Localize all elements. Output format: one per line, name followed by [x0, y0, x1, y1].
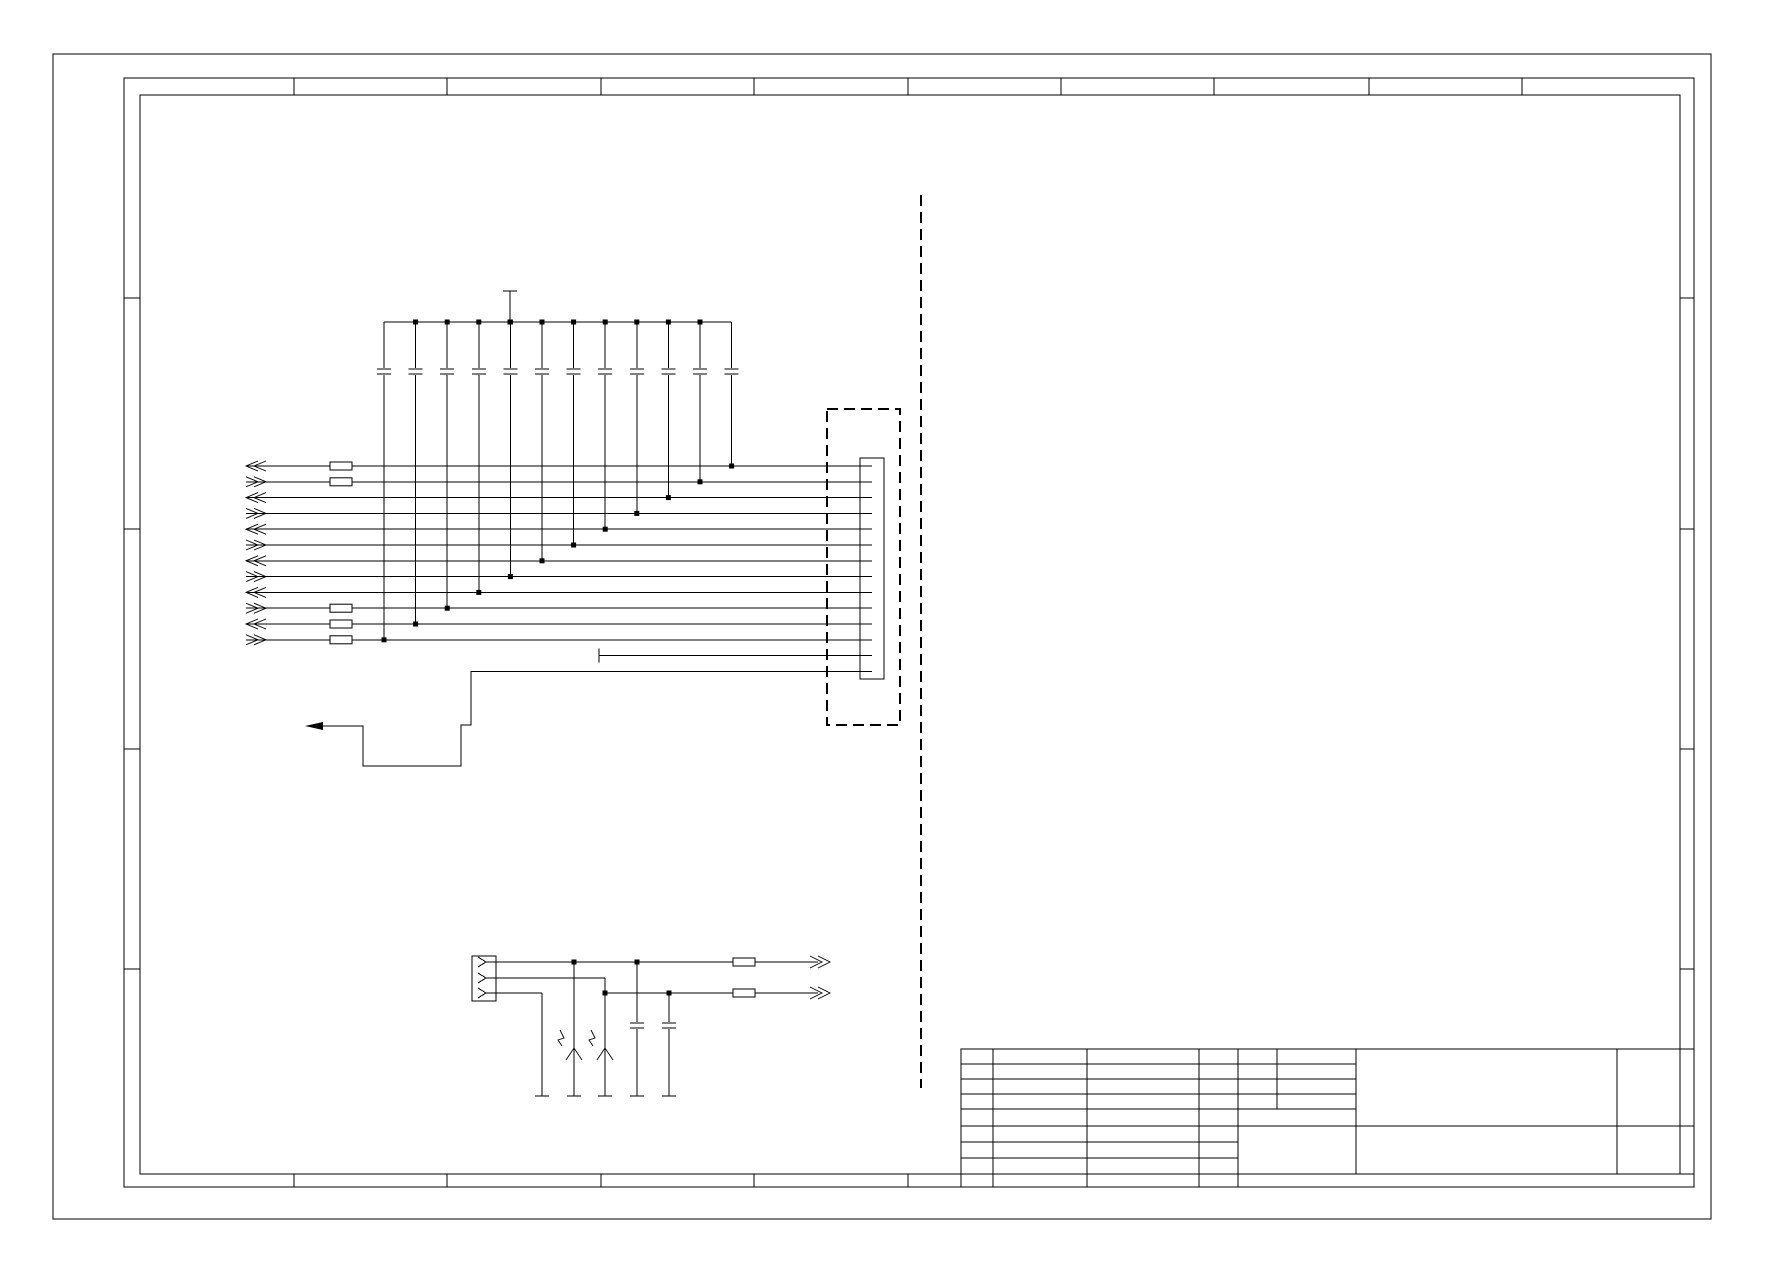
rail-junction-dot	[697, 319, 703, 325]
junction-dot	[571, 959, 577, 965]
input-pin-contact-icon	[477, 972, 487, 984]
series-resistor	[329, 635, 353, 645]
signal-arrow-chevron	[244, 460, 259, 472]
output-arrow-chevron	[809, 986, 824, 1000]
tvs-diode-arrow-icon	[565, 1047, 583, 1061]
outer-border	[52, 53, 1712, 1220]
signal-arrow-chevron	[245, 539, 260, 551]
output-arrow-chevron	[817, 955, 832, 969]
signal-arrow-chevron	[244, 618, 259, 630]
rail-junction-dot	[507, 319, 513, 325]
rail-junction-dot	[571, 319, 577, 325]
signal-arrow-chevron	[252, 492, 267, 504]
tvs-zap-icon	[588, 1029, 596, 1047]
rail-junction-dot	[444, 319, 450, 325]
rail-junction-dot	[413, 319, 419, 325]
output-arrow-chevron	[809, 955, 824, 969]
signal-arrow-chevron	[252, 586, 267, 598]
signal-arrow-chevron	[245, 602, 260, 614]
signal-arrow-chevron	[244, 492, 259, 504]
bypass-capacitor-bank	[377, 290, 739, 643]
signal-arrow-chevron	[252, 523, 267, 535]
series-resistor	[329, 461, 353, 471]
connector-block	[826, 408, 901, 726]
ground-return-wire	[318, 670, 857, 767]
signal-arrow-chevron	[244, 586, 259, 598]
input-resistor-2	[732, 988, 756, 998]
signal-arrow-chevron	[245, 476, 260, 488]
signal-arrow-chevron	[253, 602, 268, 614]
signal-arrow-chevron	[253, 476, 268, 488]
signal-arrow-chevron	[245, 634, 260, 646]
tvs-zap-icon	[557, 1029, 565, 1047]
junction-dot	[602, 990, 608, 996]
junction-dot	[634, 959, 640, 965]
series-resistor	[329, 477, 353, 487]
input-filter-circuit	[471, 955, 832, 1097]
signal-arrow-chevron	[253, 571, 268, 583]
output-arrow-chevron	[817, 986, 832, 1000]
connector-body	[859, 457, 885, 680]
drawing-area-border	[139, 94, 1681, 1175]
signal-arrow-chevron	[253, 507, 268, 519]
input-pin-contact-icon	[477, 987, 487, 999]
signal-arrow-chevron	[245, 507, 260, 519]
signal-bus	[244, 460, 857, 663]
signal-arrow-chevron	[245, 571, 260, 583]
signal-arrow-chevron	[252, 555, 267, 567]
rail-junction-dot	[539, 319, 545, 325]
series-resistor	[329, 603, 353, 613]
signal-arrow-chevron	[252, 618, 267, 630]
tvs-diode-arrow-icon	[596, 1047, 614, 1061]
rail-junction-dot	[476, 319, 482, 325]
signal-arrow-chevron	[252, 460, 267, 472]
rail-junction-dot	[634, 319, 640, 325]
drawing-frame	[52, 53, 1712, 1220]
series-resistor	[329, 619, 353, 629]
connector-boundary-dashed	[826, 408, 901, 726]
ground-return-wire	[305, 670, 857, 767]
ground-return-arrowhead-icon	[305, 722, 323, 730]
inner-border	[123, 77, 1695, 1188]
signal-arrow-chevron	[253, 634, 268, 646]
signal-arrow-chevron	[244, 555, 259, 567]
junction-dot	[666, 990, 672, 996]
signal-arrow-chevron	[253, 539, 268, 551]
input-resistor-1	[732, 957, 756, 967]
rail-junction-dot	[602, 319, 608, 325]
title-block-border	[960, 1048, 1695, 1188]
signal-arrow-chevron	[244, 523, 259, 535]
rail-junction-dot	[665, 319, 671, 325]
input-pin-contact-icon	[477, 956, 487, 968]
title-block	[908, 1048, 1695, 1188]
